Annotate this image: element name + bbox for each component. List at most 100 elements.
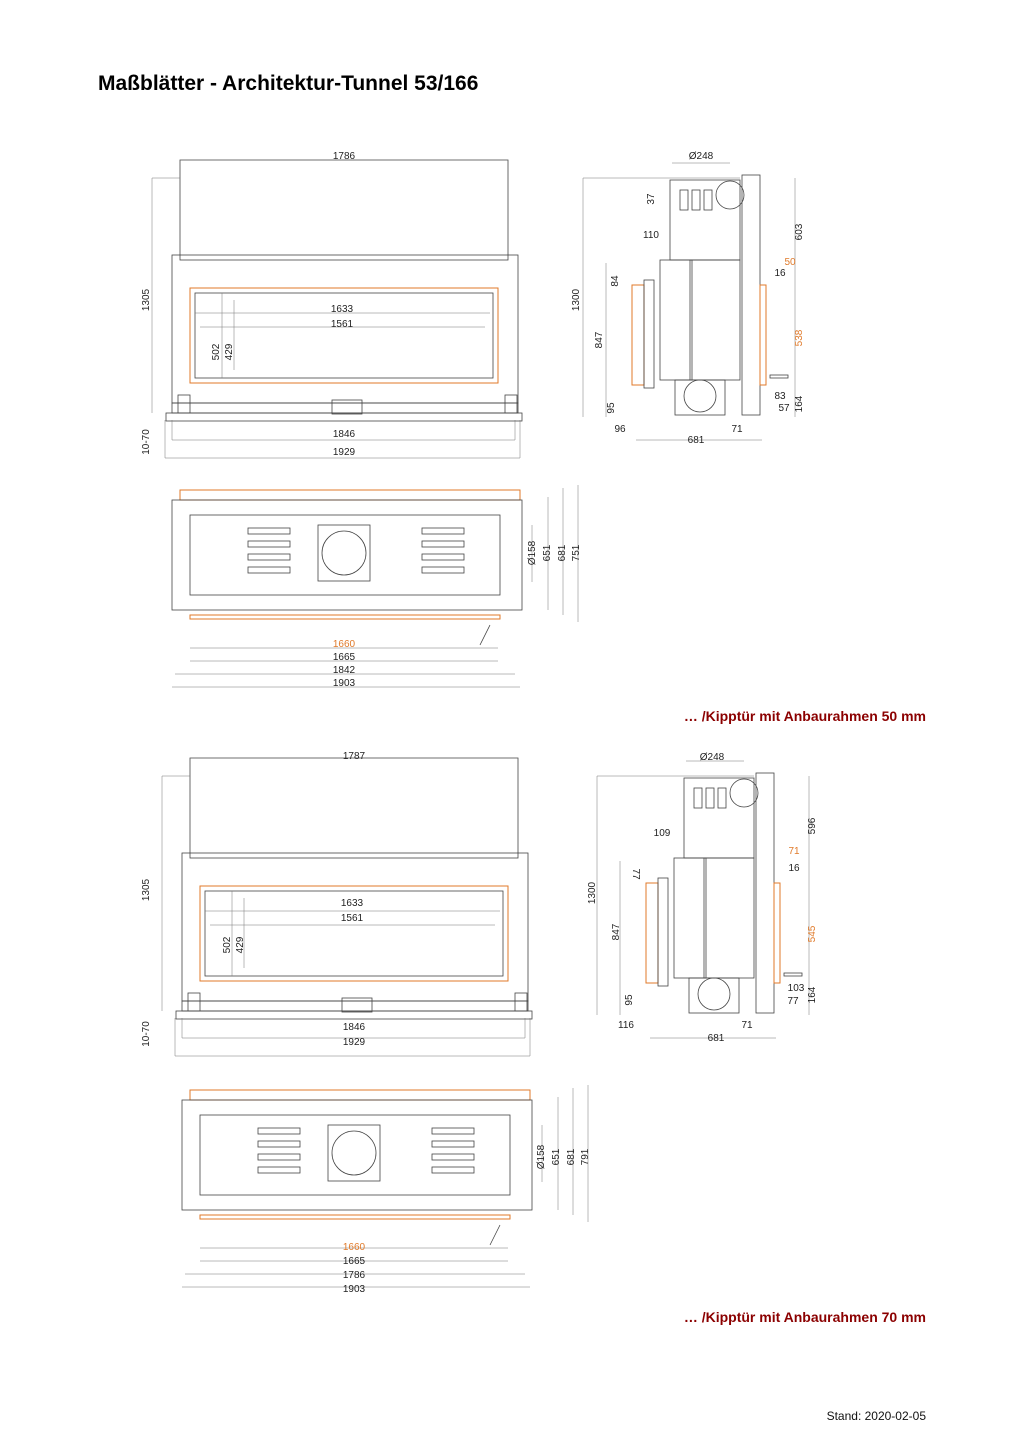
dim-label: Ø158 (527, 540, 538, 565)
dim-label: 1846 (343, 1022, 366, 1033)
outlet-circle (683, 379, 717, 413)
dim-label: 1903 (333, 678, 356, 689)
outline (194, 292, 494, 379)
dim-label: 1786 (343, 1270, 366, 1281)
outline (679, 189, 689, 211)
outline (688, 977, 740, 1014)
dim-label: 1665 (333, 652, 356, 663)
outlet-circle (697, 977, 731, 1011)
dim-label: 1660 (333, 639, 356, 650)
dim-label: 1846 (333, 429, 356, 440)
outline (703, 857, 707, 979)
outline (341, 997, 373, 1013)
outline (659, 259, 741, 381)
outline (179, 489, 521, 501)
front-view-70 (161, 757, 533, 1057)
flue-collar-icon (729, 778, 759, 808)
dim-label: 1787 (343, 751, 366, 762)
dim-label: 538 (794, 329, 805, 346)
dim-label: 16 (788, 863, 800, 874)
outline (657, 877, 669, 987)
outline (741, 174, 761, 416)
outline (693, 787, 703, 809)
dim-label: 57 (778, 403, 790, 414)
dim-label: 681 (688, 435, 705, 446)
dim-label: 847 (611, 923, 622, 940)
dim-label: 1660 (343, 1242, 366, 1253)
outline (204, 890, 504, 977)
dim-label: 1633 (341, 898, 364, 909)
dim-label: Ø248 (689, 151, 714, 162)
outline (165, 412, 523, 422)
labels-70: 1787 1305 1633 1561 502 429 1846 1929 10… (141, 751, 818, 1295)
outline (179, 159, 509, 261)
dim-label: 502 (211, 343, 222, 360)
dim-label: 83 (774, 391, 786, 402)
flue-collar-icon (715, 180, 745, 210)
outline (514, 992, 528, 1012)
outline (257, 1153, 301, 1161)
dim-label: 681 (708, 1033, 725, 1044)
outline (431, 1153, 475, 1161)
dim-label: 847 (594, 331, 605, 348)
outline (247, 566, 291, 574)
outline (783, 972, 803, 977)
outline (631, 284, 645, 386)
dim-label: 77 (787, 996, 799, 1007)
labels-50: 1786 1305 1633 1561 502 429 1846 1929 10… (141, 151, 805, 689)
dim-label: 596 (807, 817, 818, 834)
outline (199, 1214, 511, 1220)
dim-label: 1561 (331, 319, 354, 330)
dim-label: 1842 (333, 665, 356, 676)
dim-label: 110 (643, 230, 659, 241)
dim-label: 71 (741, 1020, 753, 1031)
flue-outlet-circle (331, 1130, 377, 1176)
outline (331, 399, 363, 415)
outline (769, 374, 789, 379)
stand-date: Stand: 2020-02-05 (826, 1409, 926, 1423)
dim-label: 95 (624, 994, 635, 1006)
outline (247, 540, 291, 548)
dim-label: 10-70 (141, 429, 152, 455)
dim-label: 681 (566, 1148, 577, 1165)
dim-label: 1300 (571, 288, 582, 311)
outline (189, 514, 501, 596)
dim-label: 545 (807, 925, 818, 942)
dim-label: 95 (606, 402, 617, 414)
dim-label: 37 (646, 193, 657, 205)
dim-label: 71 (731, 424, 743, 435)
outline (257, 1140, 301, 1148)
outline (247, 527, 291, 535)
outline (421, 553, 465, 561)
dim-label: 16 (774, 268, 786, 279)
dim-label: Ø158 (536, 1144, 547, 1169)
dim-label: 1300 (587, 881, 598, 904)
dim-label: 77 (630, 868, 641, 880)
dim-label: 109 (654, 828, 671, 839)
outline (431, 1140, 475, 1148)
dim-label: 96 (614, 424, 626, 435)
dimension-line (489, 1224, 501, 1246)
dim-label: 71 (788, 846, 800, 857)
outline (691, 189, 701, 211)
dim-label: 502 (222, 936, 233, 953)
outline (431, 1127, 475, 1135)
dim-label: 1305 (141, 878, 152, 901)
dim-label: 164 (807, 986, 818, 1003)
dim-label: 1633 (331, 304, 354, 315)
dim-label: 10-70 (141, 1021, 152, 1047)
outline (171, 499, 523, 611)
dim-label: 1665 (343, 1256, 366, 1267)
outline (717, 787, 727, 809)
outline (247, 553, 291, 561)
outline (199, 885, 509, 982)
outline (189, 287, 499, 384)
dim-label: 50 (784, 257, 796, 268)
dim-label: 751 (571, 544, 582, 561)
outline (645, 882, 659, 984)
outline (673, 857, 755, 979)
dim-label: 84 (610, 275, 621, 287)
dim-label: 1305 (141, 288, 152, 311)
outline (327, 1124, 381, 1182)
